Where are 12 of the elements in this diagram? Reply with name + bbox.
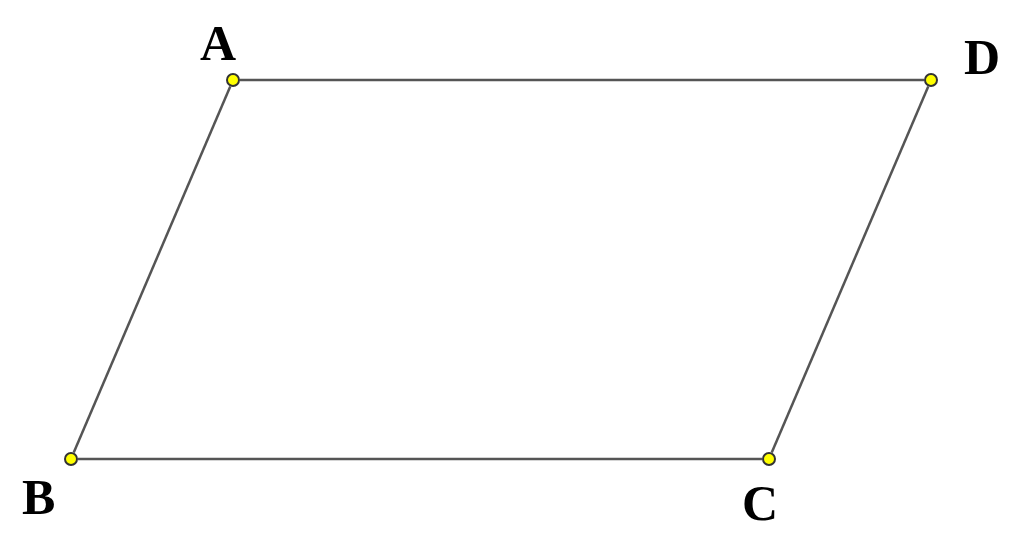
- point-marker: [64, 452, 78, 466]
- point-label: B: [22, 472, 56, 522]
- line-segment: [770, 85, 930, 454]
- point-marker: [226, 73, 240, 87]
- line-segment: [78, 457, 762, 461]
- point-label: C: [742, 478, 779, 528]
- point-marker: [924, 73, 938, 87]
- point-label: D: [964, 32, 1001, 82]
- point-marker: [762, 452, 776, 466]
- line-segment: [72, 85, 232, 454]
- point-label: A: [200, 18, 237, 68]
- line-segment: [240, 78, 924, 82]
